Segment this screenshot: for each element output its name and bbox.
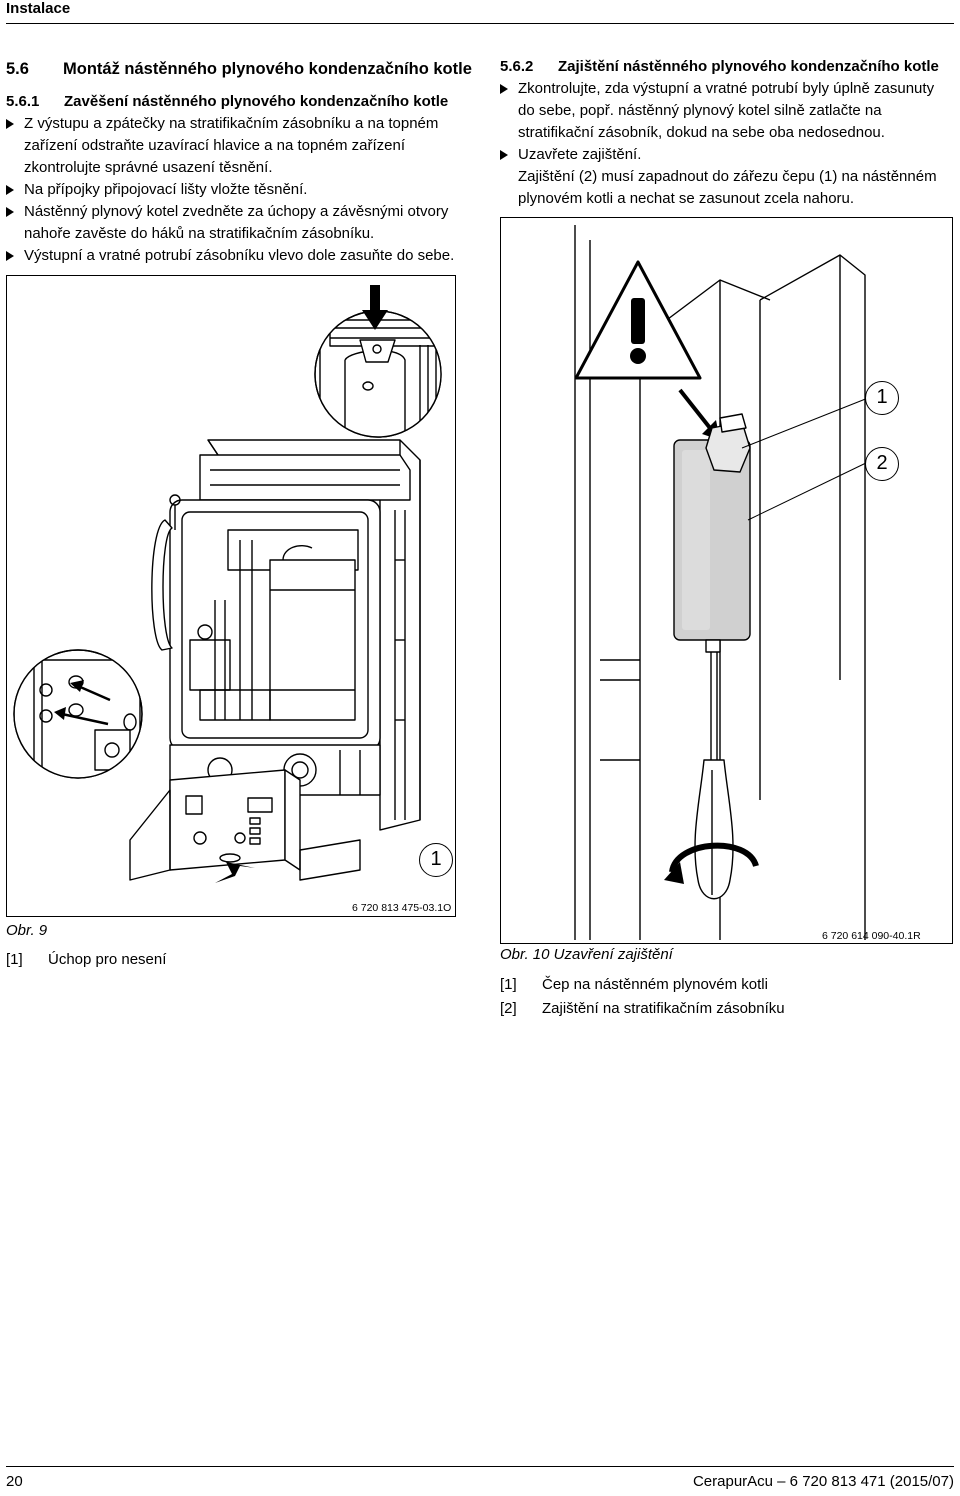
footer-rule [6, 1466, 954, 1467]
left-steps-block: Z výstupu a zpátečky na stratifikačním z… [6, 113, 466, 267]
legend-row: [2] Zajištění na stratifikačním zásobníku [500, 997, 785, 1021]
figure-10-code: 6 720 614 090-40.1R [822, 930, 921, 942]
callout-1-fig9: 1 [419, 843, 453, 877]
right-steps-block: Zkontrolujte, zda výstupní a vratné potr… [500, 78, 952, 210]
header-rule [6, 23, 954, 24]
page-number: 20 [6, 1473, 23, 1490]
callout-2-fig10: 2 [865, 447, 899, 481]
legend-key: [1] [500, 976, 517, 993]
legend-row: [1] Úchop pro nesení [6, 948, 166, 972]
legend-text: Zajištění na stratifikačním zásobníku [542, 1000, 785, 1017]
document-id: CerapurAcu – 6 720 813 471 (2015/07) [692, 1473, 954, 1490]
subsection-number-right: 5.6.2 [500, 58, 534, 75]
step-item: Zkontrolujte, zda výstupní a vratné potr… [500, 78, 952, 144]
section-heading: 5.6 Montáž nástěnného plynového kondenzač… [6, 60, 472, 79]
legend-key: [1] [6, 951, 23, 968]
step-item: Nástěnný plynový kotel zvedněte za úchop… [6, 201, 466, 245]
section-number: 5.6 [6, 60, 29, 78]
legend-row: [1] Čep na nástěnném plynovém kotli [500, 973, 785, 997]
warning-icon [630, 298, 646, 364]
note-paragraph: Zajištění (2) musí zapadnout do zářezu č… [518, 168, 937, 207]
connection-detail-magnifier [13, 649, 143, 779]
figure-9-legend: [1] Úchop pro nesení [6, 948, 166, 972]
legend-key: [2] [500, 1000, 517, 1017]
step-item: Výstupní a vratné potrubí zásobníku vlev… [6, 245, 466, 267]
subsection-title-left: Zavěšení nástěnného plynového kondenzačn… [64, 93, 449, 110]
figure-10-caption: Obr. 10 Uzavření zajištění [500, 946, 673, 963]
step-item: Z výstupu a zpátečky na stratifikačním z… [6, 113, 466, 179]
step-item: Uzavřete zajištění. [500, 144, 952, 166]
subsection-title-right: Zajištění nástěnného plynového kondenzač… [558, 58, 939, 75]
step-item: Na přípojky připojovací lišty vložte těs… [6, 179, 466, 201]
figure-9-caption: Obr. 9 [6, 922, 48, 939]
hook-detail-magnifier [314, 310, 442, 438]
running-header: Instalace [6, 0, 71, 17]
boiler-drawing [129, 439, 421, 881]
callout-1-fig10: 1 [865, 381, 899, 415]
section-title: Montáž nástěnného plynového kondenzačníh… [63, 60, 472, 78]
subsection-heading-right: 5.6.2 Zajištění nástěnného plynového kond… [500, 58, 939, 75]
figure-9-code: 6 720 813 475-03.1O [352, 902, 452, 914]
subsection-number-left: 5.6.1 [6, 93, 40, 110]
legend-text: Úchop pro nesení [48, 951, 167, 968]
legend-text: Čep na nástěnném plynovém kotli [542, 976, 768, 993]
direction-arrows [54, 285, 388, 883]
figure-10-legend: [1] Čep na nástěnném plynovém kotli [2] Za… [500, 973, 785, 1021]
subsection-heading-left: 5.6.1 Zavěšení nástěnného plynového konde… [6, 93, 448, 110]
